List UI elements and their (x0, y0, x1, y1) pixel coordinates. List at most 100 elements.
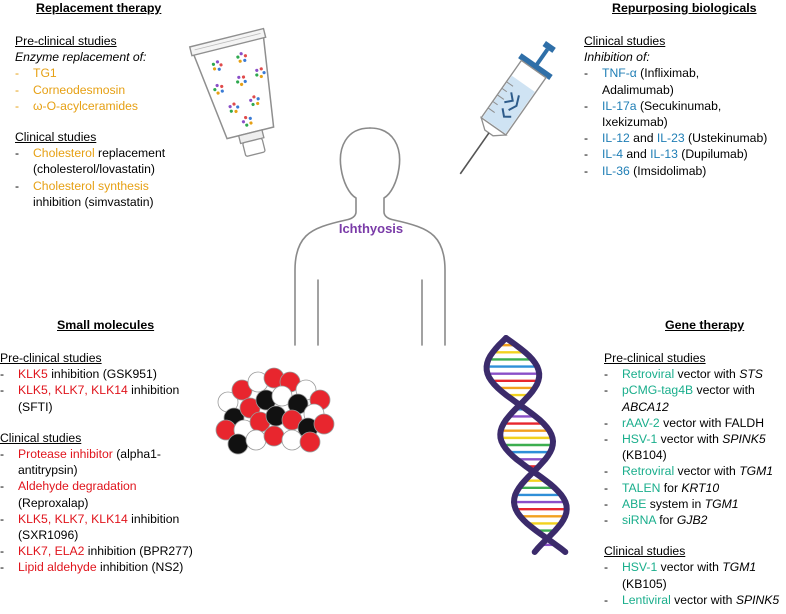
highlight-term: Retroviral (622, 367, 675, 382)
list-item: Lentiviral vector with SPINK5 (604, 592, 786, 608)
item-text: (Secukinumab, (636, 98, 722, 113)
list-item: KLK5, KLK7, KLK14 inhibition (SFTI) (0, 382, 215, 414)
highlight-term: Lentiviral (622, 592, 671, 607)
human-silhouette-icon (294, 127, 446, 346)
item-text: (Imsidolimab) (629, 163, 707, 178)
highlight-term: IL-17a (602, 98, 637, 113)
highlight-term: Retroviral (622, 464, 675, 479)
gene-name: TGM1 (739, 464, 774, 479)
tube-dot (243, 79, 247, 84)
list-item: KLK7, ELA2 inhibition (BPR277) (0, 543, 215, 559)
center-label: Ichthyosis (338, 221, 404, 236)
list-item: KLK5, KLK7, KLK14 inhibition (SXR1096) (0, 511, 215, 543)
tube-dot (213, 88, 217, 92)
list-item: Lipid aldehyde inhibition (NS2) (0, 559, 215, 575)
tube-dot (256, 97, 260, 101)
list-item: HSV-1 vector with SPINK5 (KB104) (604, 431, 786, 463)
inhibition-subheading: Inhibition of: (584, 50, 650, 65)
gene-name: SPINK5 (735, 592, 780, 607)
tube-dot (236, 55, 240, 59)
tube-dot (212, 67, 217, 71)
item-continuation: (KB105) (622, 576, 667, 591)
clinical-heading: Clinical studies (0, 430, 82, 445)
gene-therapy-clinical-list: HSV-1 vector with TGM1 (KB105) Lentivira… (604, 559, 786, 608)
replacement-clinical-list: Cholesterol replacement (cholesterol/lov… (15, 145, 205, 210)
list-item: siRNA for GJB2 (604, 512, 786, 528)
ointment-tube-icon (188, 27, 275, 157)
highlight-term: pCMG-tag4B (622, 383, 694, 398)
tube-dot (252, 95, 256, 99)
highlight-term: rAAV-2 (622, 415, 660, 430)
molecule-ball (299, 431, 321, 453)
repurposing-list: TNF-α (Infliximab, Adalimumab) IL-17a (S… (584, 65, 784, 179)
gene-name: ABCA12 (622, 399, 669, 414)
gene-name: KRT10 (681, 480, 720, 495)
tube-dot (217, 67, 221, 71)
tube-dot (228, 105, 232, 109)
gene-therapy-panel: Pre-clinical studies Retroviral vector w… (604, 350, 786, 608)
item-continuation: (KB104) (622, 448, 667, 463)
list-item: Aldehyde degradation (Reproxalap) (0, 478, 215, 510)
item-continuation: (cholesterol/lovastatin) (33, 162, 155, 177)
item-text: inhibition (BPR277) (84, 544, 193, 559)
replacement-preclinical-list: TG1 Corneodesmosin ω-O-acylceramides (15, 65, 205, 114)
list-item: Protease inhibitor (alpha1- antitrypsin) (0, 446, 215, 478)
tube-dot (239, 52, 243, 56)
item-text: (alpha1- (112, 447, 161, 462)
tube-dot (262, 71, 266, 75)
list-item: Retroviral vector with STS (604, 366, 786, 382)
tube-dot (211, 62, 216, 66)
molecule-ball (281, 429, 303, 451)
tube-dot (215, 83, 219, 88)
preclinical-heading: Pre-clinical studies (604, 351, 706, 365)
highlight-term: TALEN (622, 480, 661, 495)
gene-name: TGM1 (704, 496, 739, 511)
tube-dot (241, 75, 246, 79)
item-text: system in (646, 496, 705, 511)
list-item: ABE system in TGM1 (604, 496, 786, 512)
tube-dot (244, 116, 248, 120)
list-item: ω-O-acylceramides (15, 98, 205, 114)
small-molecules-panel: Pre-clinical studies KLK5 inhibition (GS… (0, 350, 215, 576)
highlight-term: KLK5, KLK7, KLK14 (18, 511, 128, 526)
small-molecules-title: Small molecules (57, 318, 155, 332)
item-text: inhibition (127, 383, 180, 398)
item-text: for (655, 513, 677, 528)
item-text: (Dupilumab) (677, 147, 748, 162)
tube-dot (238, 59, 242, 63)
gene-therapy-preclinical-list: Retroviral vector with STS pCMG-tag4B ve… (604, 366, 786, 528)
clinical-heading: Clinical studies (15, 130, 97, 145)
tube-dot (236, 80, 240, 84)
tube-dot (216, 91, 220, 95)
tube-dot (259, 67, 263, 71)
highlight-term: KLK5, KLK7, KLK14 (18, 383, 128, 398)
tube-dot (241, 120, 246, 124)
replacement-therapy-title: Replacement therapy (36, 1, 162, 15)
list-item: HSV-1 vector with TGM1 (KB105) (604, 559, 786, 591)
list-item: TALEN for KRT10 (604, 480, 786, 496)
tube-dot (243, 54, 248, 58)
list-item: Cholesterol synthesis inhibition (simvas… (15, 178, 205, 210)
item-continuation: (SFTI) (18, 399, 53, 414)
molecule-ball (227, 433, 249, 455)
item-text: (Infliximab, (636, 66, 700, 81)
tube-dot (249, 98, 253, 102)
item-text: and (623, 147, 651, 162)
item-continuation: (Reproxalap) (18, 495, 89, 510)
preclinical-heading: Pre-clinical studies (0, 351, 102, 365)
highlight-term: siRNA (622, 513, 656, 528)
highlight-term: IL-12 (602, 131, 630, 146)
tube-dot (220, 89, 224, 93)
tube-dot (220, 84, 224, 89)
gene-name: STS (739, 367, 763, 382)
item-text: vector with (657, 432, 723, 447)
syringe-icon (459, 41, 556, 175)
tube-dot (255, 68, 259, 72)
highlight-term: HSV-1 (622, 560, 658, 575)
list-item: IL-36 (Imsidolimab) (584, 163, 784, 179)
replacement-therapy-panel: Pre-clinical studies Enzyme replacement … (15, 33, 205, 210)
highlight-term: Cholesterol synthesis (33, 178, 149, 193)
repurposing-biologicals-title: Repurposing biologicals (612, 1, 757, 15)
list-item: TG1 (15, 65, 205, 81)
repurposing-biologicals-panel: Clinical studies Inhibition of: TNF-α (I… (584, 33, 784, 179)
